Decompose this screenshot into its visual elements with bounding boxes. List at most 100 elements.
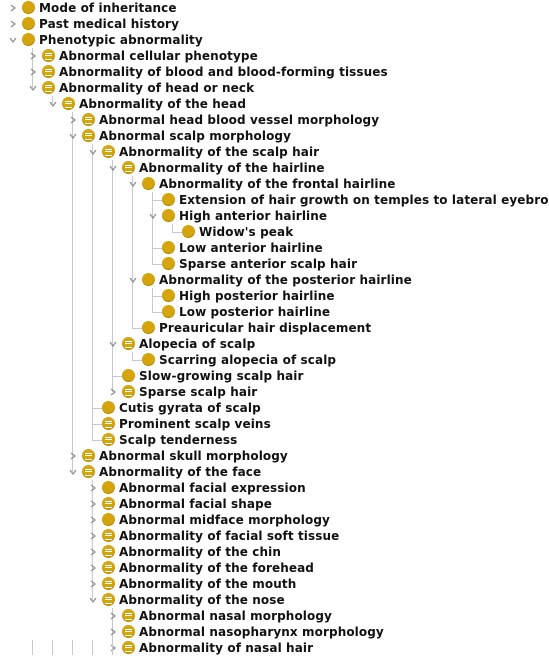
tree-guide-line xyxy=(132,352,133,360)
collapse-chevron-right-icon[interactable] xyxy=(8,3,18,13)
expand-chevron-down-icon[interactable] xyxy=(108,339,118,349)
tree-node-label: Abnormality of the hairline xyxy=(139,161,325,175)
collapse-chevron-right-icon[interactable] xyxy=(88,563,98,573)
tree-node-abnormality-of-the-head[interactable]: Abnormality of the head xyxy=(0,96,549,112)
tree-node-sparse-scalp-hair[interactable]: Sparse scalp hair xyxy=(0,384,549,400)
collapse-chevron-right-icon[interactable] xyxy=(28,67,38,77)
collapse-chevron-right-icon[interactable] xyxy=(68,451,78,461)
tree-node-abnormality-of-blood-and-blood-forming-tissues[interactable]: Abnormality of blood and blood-forming t… xyxy=(0,64,549,80)
expand-chevron-down-icon[interactable] xyxy=(88,147,98,157)
expand-chevron-down-icon[interactable] xyxy=(8,35,18,45)
class-list-icon xyxy=(42,65,55,78)
tree-node-abnormality-of-the-forehead[interactable]: Abnormality of the forehead xyxy=(0,560,549,576)
expand-chevron-down-icon[interactable] xyxy=(28,83,38,93)
tree-node-preauricular-hair-displacement[interactable]: Preauricular hair displacement xyxy=(0,320,549,336)
tree-node-abnormal-nasal-morphology[interactable]: Abnormal nasal morphology xyxy=(0,608,549,624)
tree-guide-line xyxy=(152,288,153,312)
expand-chevron-down-icon[interactable] xyxy=(128,179,138,189)
tree-node-abnormal-facial-shape[interactable]: Abnormal facial shape xyxy=(0,496,549,512)
class-circle-icon xyxy=(162,209,175,222)
collapse-chevron-right-icon[interactable] xyxy=(88,499,98,509)
tree-node-abnormality-of-the-scalp-hair[interactable]: Abnormality of the scalp hair xyxy=(0,144,549,160)
tree-node-abnormality-of-the-nose[interactable]: Abnormality of the nose xyxy=(0,592,549,608)
tree-node-abnormality-of-nasal-hair[interactable]: Abnormality of nasal hair xyxy=(0,640,549,656)
class-list-icon xyxy=(122,625,135,638)
tree-node-abnormal-nasopharynx-morphology[interactable]: Abnormal nasopharynx morphology xyxy=(0,624,549,640)
tree-node-abnormality-of-the-frontal-hairline[interactable]: Abnormality of the frontal hairline xyxy=(0,176,549,192)
collapse-chevron-right-icon[interactable] xyxy=(88,483,98,493)
collapse-chevron-right-icon[interactable] xyxy=(28,51,38,61)
tree-node-label: Abnormality of the mouth xyxy=(119,577,297,591)
tree-node-past-medical-history[interactable]: Past medical history xyxy=(0,16,549,32)
class-circle-icon xyxy=(162,241,175,254)
class-list-icon xyxy=(82,129,95,142)
tree-node-low-anterior-hairline[interactable]: Low anterior hairline xyxy=(0,240,549,256)
tree-node-label: Abnormal facial shape xyxy=(119,497,273,511)
tree-node-abnormal-midface-morphology[interactable]: Abnormal midface morphology xyxy=(0,512,549,528)
tree-node-abnormality-of-the-hairline[interactable]: Abnormality of the hairline xyxy=(0,160,549,176)
tree-connector xyxy=(152,296,162,297)
class-circle-icon xyxy=(122,369,135,382)
tree-connector xyxy=(112,376,122,377)
tree-guide-line xyxy=(152,192,153,264)
tree-node-abnormality-of-the-mouth[interactable]: Abnormality of the mouth xyxy=(0,576,549,592)
tree-node-extension-of-hair-growth-on-temples-to-lateral-eyebrow[interactable]: Extension of hair growth on temples to l… xyxy=(0,192,549,208)
collapse-chevron-right-icon[interactable] xyxy=(108,627,118,637)
tree-node-alopecia-of-scalp[interactable]: Alopecia of scalp xyxy=(0,336,549,352)
class-circle-icon xyxy=(142,353,155,366)
tree-node-label: Abnormality of head or neck xyxy=(59,81,255,95)
tree-connector xyxy=(132,328,142,329)
collapse-chevron-right-icon[interactable] xyxy=(108,387,118,397)
tree-node-abnormality-of-facial-soft-tissue[interactable]: Abnormality of facial soft tissue xyxy=(0,528,549,544)
class-list-icon xyxy=(62,97,75,110)
tree-node-abnormal-head-blood-vessel-morphology[interactable]: Abnormal head blood vessel morphology xyxy=(0,112,549,128)
tree-node-abnormal-skull-morphology[interactable]: Abnormal skull morphology xyxy=(0,448,549,464)
collapse-chevron-right-icon[interactable] xyxy=(8,19,18,29)
tree-node-label: Mode of inheritance xyxy=(39,1,177,15)
tree-node-mode-of-inheritance[interactable]: Mode of inheritance xyxy=(0,0,549,16)
collapse-chevron-right-icon[interactable] xyxy=(88,547,98,557)
tree-node-abnormality-of-the-chin[interactable]: Abnormality of the chin xyxy=(0,544,549,560)
tree-node-scalp-tenderness[interactable]: Scalp tenderness xyxy=(0,432,549,448)
expand-chevron-down-icon[interactable] xyxy=(68,131,78,141)
tree-node-slow-growing-scalp-hair[interactable]: Slow-growing scalp hair xyxy=(0,368,549,384)
expand-chevron-down-icon[interactable] xyxy=(48,99,58,109)
tree-node-high-posterior-hairline[interactable]: High posterior hairline xyxy=(0,288,549,304)
tree-node-sparse-anterior-scalp-hair[interactable]: Sparse anterior scalp hair xyxy=(0,256,549,272)
class-list-icon xyxy=(102,577,115,590)
expand-chevron-down-icon[interactable] xyxy=(108,163,118,173)
class-circle-icon xyxy=(22,17,35,30)
tree-guide-line xyxy=(172,224,173,232)
collapse-chevron-right-icon[interactable] xyxy=(88,515,98,525)
expand-chevron-down-icon[interactable] xyxy=(68,467,78,477)
collapse-chevron-right-icon[interactable] xyxy=(88,579,98,589)
class-list-icon xyxy=(122,385,135,398)
tree-node-abnormality-of-the-posterior-hairline[interactable]: Abnormality of the posterior hairline xyxy=(0,272,549,288)
collapse-chevron-right-icon[interactable] xyxy=(108,643,118,653)
class-circle-icon xyxy=(182,225,195,238)
tree-node-prominent-scalp-veins[interactable]: Prominent scalp veins xyxy=(0,416,549,432)
tree-node-abnormal-facial-expression[interactable]: Abnormal facial expression xyxy=(0,480,549,496)
tree-node-abnormality-of-the-face[interactable]: Abnormality of the face xyxy=(0,464,549,480)
tree-node-phenotypic-abnormality[interactable]: Phenotypic abnormality xyxy=(0,32,549,48)
class-circle-icon xyxy=(162,257,175,270)
expand-chevron-down-icon[interactable] xyxy=(128,275,138,285)
expand-chevron-down-icon[interactable] xyxy=(88,595,98,605)
tree-node-high-anterior-hairline[interactable]: High anterior hairline xyxy=(0,208,549,224)
tree-node-cutis-gyrata-of-scalp[interactable]: Cutis gyrata of scalp xyxy=(0,400,549,416)
tree-node-low-posterior-hairline[interactable]: Low posterior hairline xyxy=(0,304,549,320)
tree-node-abnormality-of-head-or-neck[interactable]: Abnormality of head or neck xyxy=(0,80,549,96)
tree-guide-line xyxy=(52,640,53,655)
collapse-chevron-right-icon[interactable] xyxy=(108,611,118,621)
class-list-icon xyxy=(102,497,115,510)
tree-node-abnormal-cellular-phenotype[interactable]: Abnormal cellular phenotype xyxy=(0,48,549,64)
class-list-icon xyxy=(102,145,115,158)
collapse-chevron-right-icon[interactable] xyxy=(68,115,78,125)
tree-node-widow-s-peak[interactable]: Widow's peak xyxy=(0,224,549,240)
tree-guide-line xyxy=(32,640,33,655)
expand-chevron-down-icon[interactable] xyxy=(148,211,158,221)
tree-node-abnormal-scalp-morphology[interactable]: Abnormal scalp morphology xyxy=(0,128,549,144)
collapse-chevron-right-icon[interactable] xyxy=(88,531,98,541)
tree-node-scarring-alopecia-of-scalp[interactable]: Scarring alopecia of scalp xyxy=(0,352,549,368)
class-circle-icon xyxy=(22,1,35,14)
